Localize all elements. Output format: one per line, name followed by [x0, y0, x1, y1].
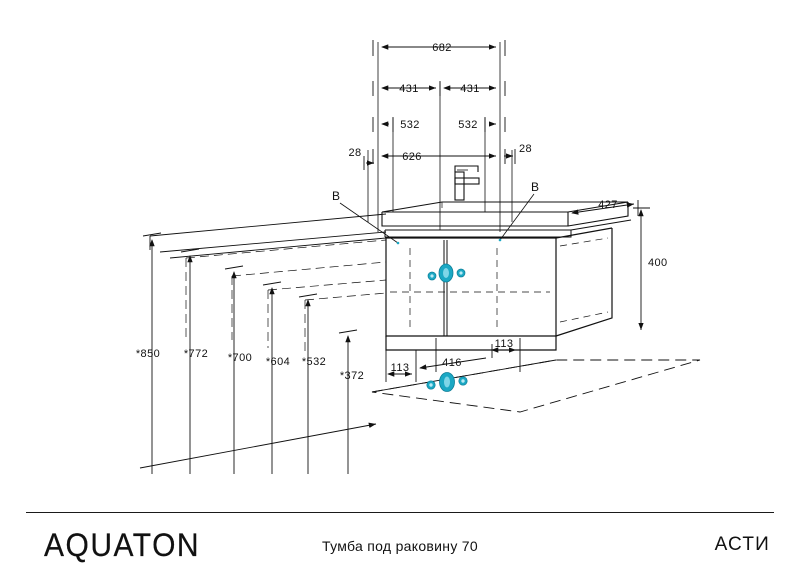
dimension-labels: 682 431 431 532 532 626 28 28 427 400 11… — [136, 42, 668, 382]
section-leader-left — [339, 202, 400, 245]
cabinet-handle-icon-upper — [427, 263, 466, 283]
sheet-footer: AQUATON Тумба под раковину 70 АСТИ — [0, 512, 800, 566]
section-leader-right — [498, 193, 535, 242]
ground-baseline — [139, 422, 377, 469]
section-mark-right: В — [531, 180, 539, 194]
dim-431-right — [443, 81, 506, 96]
height-dim-lines — [142, 232, 358, 474]
countertop-slab — [381, 201, 629, 227]
dim-label-427: 427 — [598, 199, 618, 211]
dim-431-left — [372, 81, 441, 96]
left-projection-guides — [149, 213, 387, 259]
height-label-850: *850 — [136, 348, 160, 360]
aquaton-logo: AQUATON — [44, 528, 201, 564]
floor-plane-solid — [371, 359, 557, 393]
dim-400 — [633, 207, 650, 330]
dim-label-28-left: 28 — [348, 147, 361, 159]
cabinet-handle-icon-lower — [426, 372, 468, 392]
cabinet-door-split — [443, 240, 448, 336]
series-name: АСТИ — [714, 534, 770, 555]
dim-label-416: 416 — [442, 357, 462, 369]
dim-28-left — [363, 156, 374, 170]
faucet-icon — [454, 165, 480, 201]
footer-divider — [26, 512, 774, 513]
cabinet-body — [385, 227, 613, 351]
dim-label-626: 626 — [402, 151, 422, 163]
dim-label-113-right: 113 — [495, 338, 514, 350]
bottom-reference-lines — [385, 338, 521, 382]
dim-label-532-right: 532 — [458, 119, 478, 131]
dim-label-532-left: 532 — [400, 119, 420, 131]
top-extension-lines — [367, 42, 513, 232]
cabinet-hidden-lines — [390, 237, 609, 330]
dim-label-431-left: 431 — [399, 83, 419, 95]
countertop-lower-plate — [384, 219, 632, 238]
dim-532-right — [484, 117, 506, 132]
height-label-772: *772 — [184, 348, 208, 360]
section-mark-left: В — [332, 189, 340, 203]
height-label-532: *532 — [302, 356, 326, 368]
dim-label-682: 682 — [432, 42, 452, 54]
dim-416 — [419, 357, 487, 370]
left-projection-dashed — [185, 239, 387, 356]
height-label-604: *604 — [266, 356, 290, 368]
dim-label-431-right: 431 — [460, 83, 480, 95]
height-label-372: *372 — [340, 370, 364, 382]
dim-682 — [372, 40, 506, 56]
product-title: Тумба под раковину 70 — [322, 538, 478, 554]
height-label-700: *700 — [228, 352, 252, 364]
dim-28-right — [504, 149, 516, 164]
dim-532-left — [372, 117, 394, 132]
dim-113-right — [491, 344, 516, 358]
dim-label-113-left: 113 — [391, 362, 410, 374]
dim-label-28-right: 28 — [519, 143, 532, 155]
dim-label-400: 400 — [648, 257, 668, 269]
